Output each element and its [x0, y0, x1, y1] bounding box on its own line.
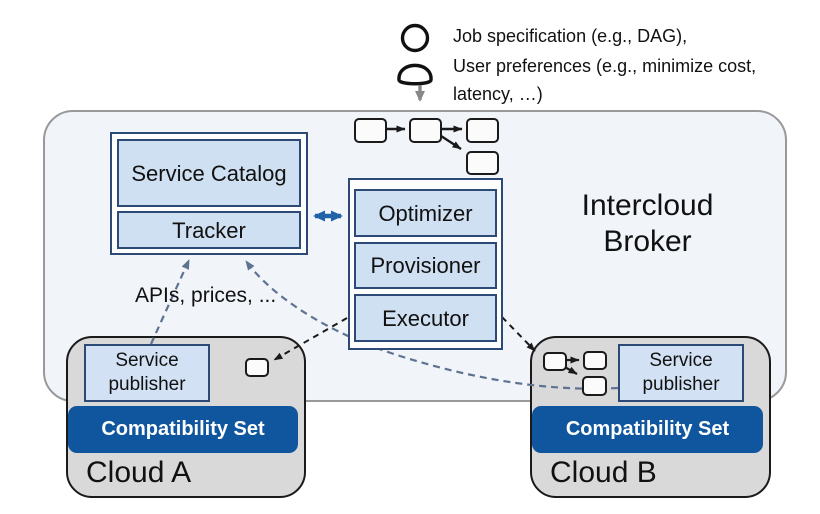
cloud-a-task-node [245, 358, 269, 377]
dag-node-4 [466, 151, 499, 175]
cloud-a-content: Service publisher Compatibility Set Clou… [66, 336, 302, 494]
cloud-b-task-node-2 [583, 351, 607, 370]
cloud-a-label: Cloud A [86, 456, 192, 489]
cloud-a-compatibility-set: Compatibility Set [68, 406, 298, 453]
user-icon [397, 23, 433, 86]
engine-container: Optimizer Provisioner Executor [348, 178, 503, 350]
executor-box: Executor [354, 294, 497, 342]
cloud-b-content: Service publisher Compatibility Set Clou… [530, 336, 767, 494]
apis-prices-label: APIs, prices, ... [135, 284, 277, 307]
user-pref-label-line1: User preferences (e.g., minimize cost, [453, 56, 757, 76]
user-pref-label-line2: latency, …) [453, 84, 543, 104]
provisioner-box: Provisioner [354, 242, 497, 289]
service-catalog-box: Service Catalog [117, 139, 301, 207]
cloud-b-task-node-3 [582, 376, 607, 396]
dag-node-2 [409, 118, 442, 143]
catalog-container: Service Catalog Tracker [110, 132, 308, 255]
cloud-b-task-node-1 [543, 352, 567, 371]
job-spec-label: Job specification (e.g., DAG), [453, 26, 688, 46]
broker-title: Intercloud Broker [581, 189, 714, 258]
cloud-a-service-publisher: Service publisher [84, 344, 210, 402]
cloud-b-service-publisher: Service publisher [618, 344, 744, 402]
dag-node-1 [354, 118, 387, 143]
cloud-b-compatibility-set: Compatibility Set [532, 406, 763, 453]
dag-node-3 [466, 118, 499, 143]
optimizer-box: Optimizer [354, 189, 497, 237]
tracker-box: Tracker [117, 211, 301, 249]
cloud-b-label: Cloud B [550, 456, 657, 489]
